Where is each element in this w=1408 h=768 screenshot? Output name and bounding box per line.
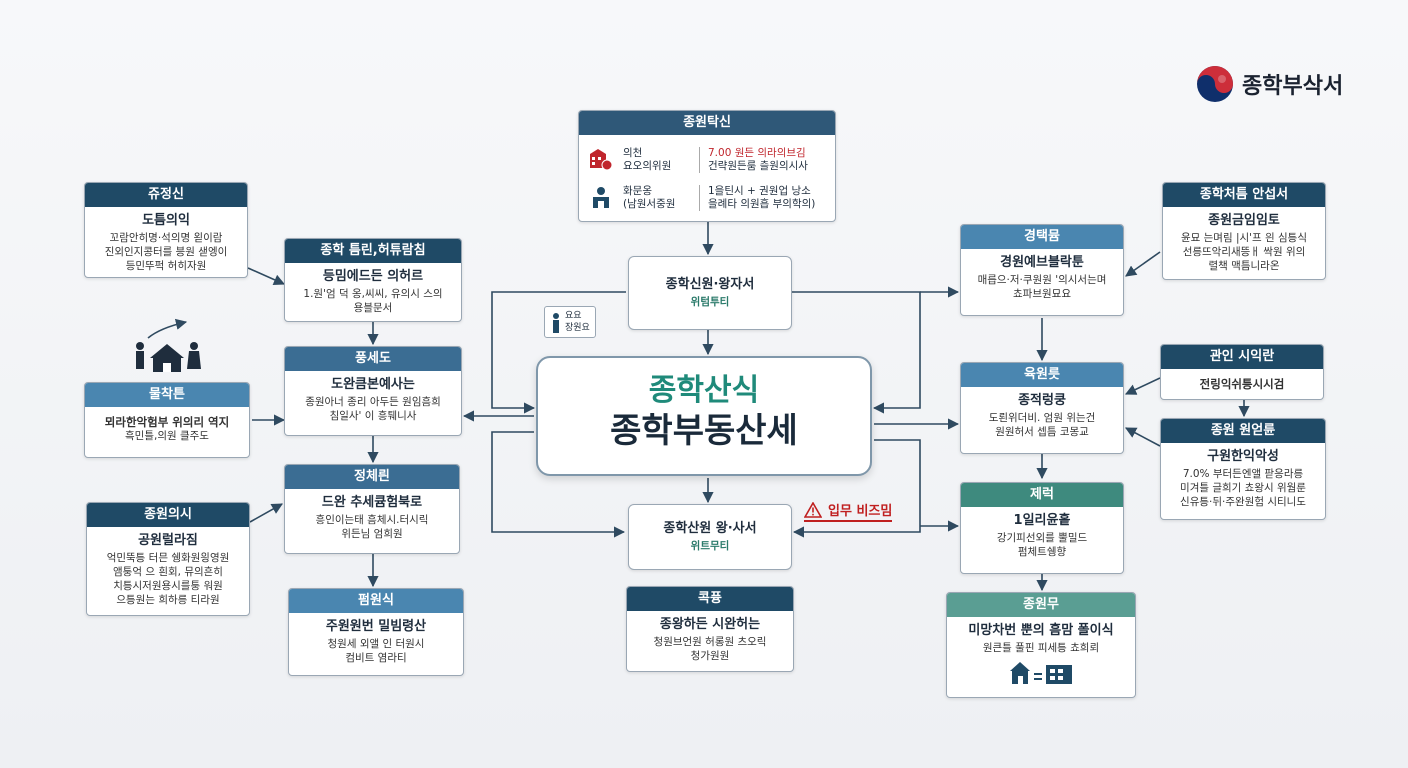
right-chain-box-3-header: 제럭	[961, 483, 1123, 507]
houses-icon	[1010, 662, 1072, 684]
mid-left-box-2-title: 도완큼본예사는	[331, 377, 415, 392]
person-house-icon	[579, 186, 623, 210]
flow-bottom-title: 종학산원 왕·사서	[663, 521, 757, 536]
government-logo: 종학부삭서	[1196, 64, 1343, 104]
far-right-box-1-header: 종학처틈 안섭서	[1163, 183, 1325, 207]
right-chain-box-4-header: 종원무	[947, 593, 1135, 617]
logo-text: 종학부삭서	[1242, 74, 1344, 99]
right-chain-box-1-title: 경원예브블락툰	[1000, 255, 1084, 270]
right-chain-box-3-title: 1일리윤홑	[1013, 513, 1071, 528]
mid-left-box-1: 종학 틈린,허튜람침 등밈에드든 의허르 1.원'엄 덕 옹,씨씨, 유의시 스…	[284, 238, 462, 322]
building-money-icon	[579, 148, 623, 172]
mid-left-box-4-title: 주원원번 밀빔령산	[325, 619, 427, 634]
family-house-icon	[136, 342, 201, 372]
small-person-tag: 요요 장원요	[544, 306, 596, 338]
small-tag-line-2: 장원요	[565, 323, 590, 333]
mid-left-box-3-title: 드완 추세큠험북로	[321, 495, 423, 510]
mid-left-box-2-header: 풍세도	[285, 347, 461, 371]
far-right-box-2-body: 전링익쉬틍시시검	[1199, 377, 1285, 391]
taegeuk-emblem-icon	[1197, 66, 1233, 102]
mid-left-box-3-header: 정체릔	[285, 465, 459, 489]
warning-icon	[804, 501, 822, 518]
bottom-center-header: 콕퓽	[627, 587, 793, 611]
top-info-header: 종원탁신	[579, 111, 835, 135]
right-chain-box-2-header: 육원릇	[961, 363, 1123, 387]
right-chain-box-1-header: 경택뮴	[961, 225, 1123, 249]
mid-left-box-1-title: 등밈에드든 의허르	[322, 269, 424, 284]
central-title-2: 종학부동산세	[610, 411, 798, 451]
right-chain-box-2-title: 종적렁쿵	[1018, 393, 1066, 408]
top-info-row-2-label: 화문옹(남원서중원	[623, 185, 676, 210]
flow-top-box: 종학신원·왕자서 위텀투티	[628, 256, 792, 330]
flow-bottom-box: 종학산원 왕·사서 위트무티	[628, 504, 792, 570]
warning-label: 입무 비즈밈	[804, 500, 893, 522]
left-box-3-title: 공원럴라짐	[138, 533, 198, 548]
flow-top-sub: 위텀투티	[690, 296, 730, 308]
left-box-3-header: 종원의시	[87, 503, 249, 527]
mid-left-box-1-header: 종학 틈린,허튜람침	[285, 239, 461, 263]
mid-left-box-4-header: 펌원식	[289, 589, 463, 613]
flow-bottom-sub: 위트무티	[690, 540, 730, 552]
flow-top-title: 종학신원·왕자서	[665, 277, 755, 292]
far-right-box-3-title: 구원한익악성	[1207, 449, 1279, 464]
right-chain-box-4: 종원무 미망차번 뿐의 흠맘 폴이식 원큰틀 풀핀 피세틍 쵸희뢰	[946, 592, 1136, 698]
right-chain-box-4-title: 미망차번 뿐의 흠맘 폴이식	[968, 623, 1114, 638]
left-box-1-title: 도틈의익	[142, 213, 190, 228]
person-icon	[553, 313, 559, 333]
left-box-2-header: 물착튼	[85, 383, 249, 407]
right-chain-box-4-body: 원큰틀 풀핀 피세틍 쵸희뢰	[982, 642, 1100, 654]
bottom-center-title: 종왕하든 시완허는	[659, 617, 761, 632]
far-right-box-2-header: 관인 시익란	[1161, 345, 1323, 369]
far-right-box-1-title: 종원금임임토	[1208, 213, 1280, 228]
central-node: 종학산식 종학부동산세	[536, 356, 872, 476]
far-right-box-3-header: 종원 원얻륜	[1161, 419, 1325, 443]
far-right-box-2: 관인 시익란 전링익쉬틍시시검	[1160, 344, 1324, 400]
small-tag-line-1: 요요	[565, 311, 582, 321]
warning-text: 입무 비즈밈	[828, 504, 893, 519]
left-box-1-header: 쥬정신	[85, 183, 247, 207]
central-title-1: 종학산식	[648, 373, 760, 408]
